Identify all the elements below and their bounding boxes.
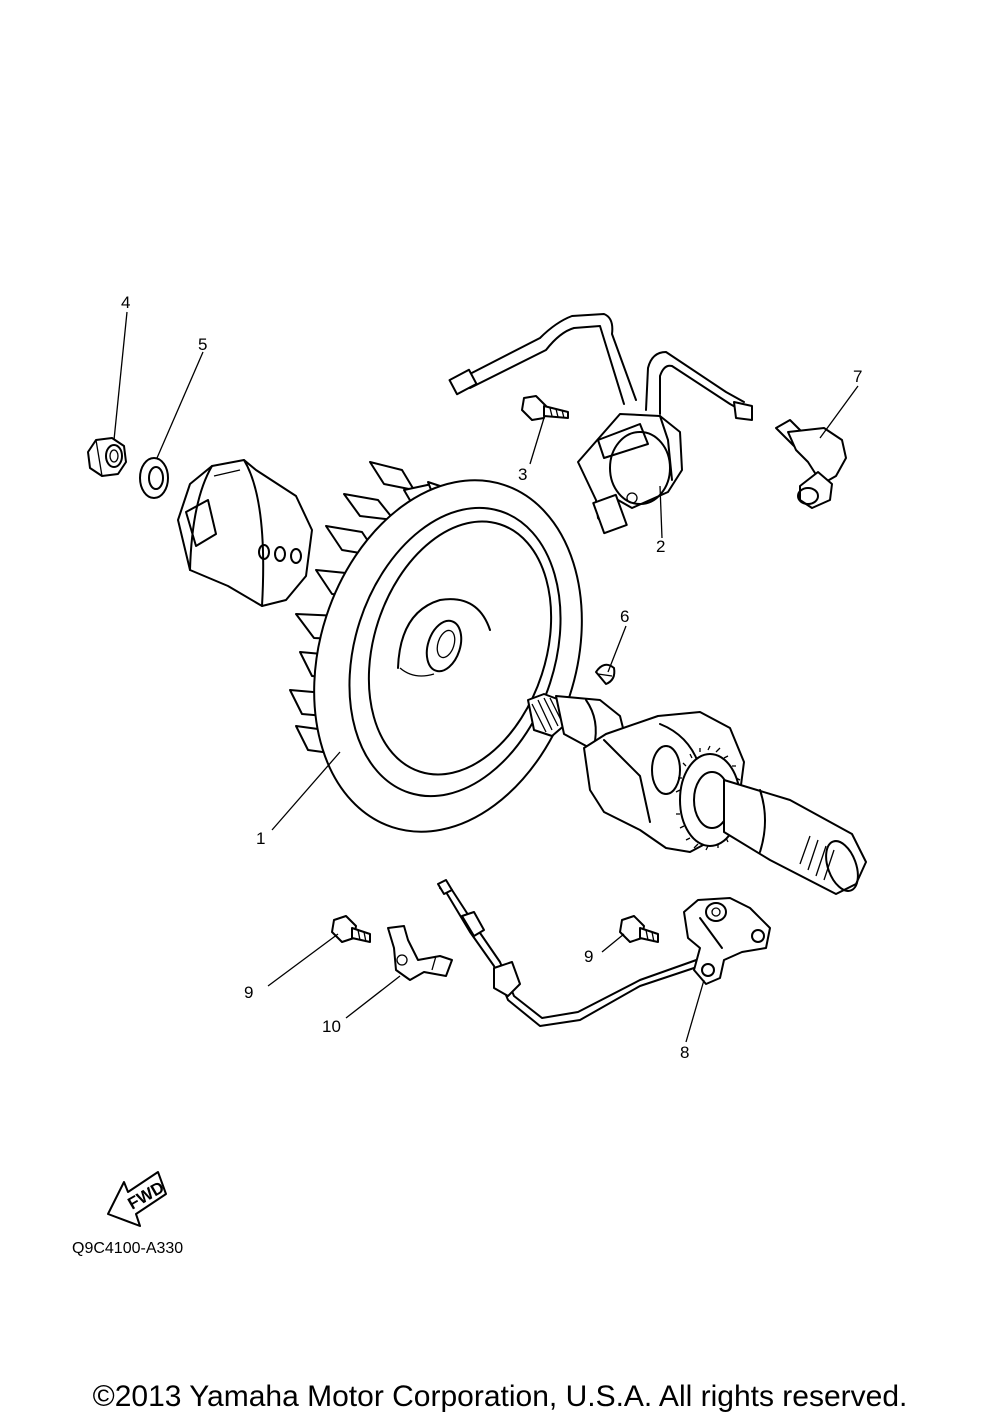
callout-7: 7 (853, 367, 862, 386)
part-6-woodruff-key[interactable] (595, 663, 616, 685)
callout-5: 5 (198, 335, 207, 354)
part-8-oil-sensor[interactable] (437, 879, 771, 1027)
callout-3: 3 (518, 465, 527, 484)
starter-cup[interactable] (177, 459, 313, 607)
callout-8: 8 (680, 1043, 689, 1062)
part-3-bolt[interactable] (521, 395, 569, 421)
copyright-notice: ©2013 Yamaha Motor Corporation, U.S.A. A… (92, 1380, 908, 1413)
part-5-washer[interactable] (139, 457, 169, 499)
part-10-bracket[interactable] (387, 925, 453, 981)
diagram-code: Q9C4100-A330 (72, 1240, 184, 1257)
callout-9-left: 9 (244, 983, 253, 1002)
crankshaft[interactable] (527, 693, 867, 895)
part-2-ignition-coil[interactable] (448, 313, 753, 535)
part-9-bolt-right[interactable] (619, 915, 659, 943)
callout-6: 6 (620, 607, 629, 626)
callout-10: 10 (322, 1017, 341, 1036)
leader-lines (113, 311, 859, 1043)
callout-9-right: 9 (584, 947, 593, 966)
callout-4: 4 (121, 293, 130, 312)
part-7-plug-cap[interactable] (775, 419, 847, 509)
part-4-nut[interactable] (87, 437, 127, 477)
fwd-arrow-icon: FWD (107, 1171, 168, 1227)
callout-1: 1 (256, 829, 265, 848)
callout-2: 2 (656, 537, 665, 556)
part-1-flywheel[interactable] (271, 445, 626, 866)
part-9-bolt-left[interactable] (331, 915, 371, 943)
